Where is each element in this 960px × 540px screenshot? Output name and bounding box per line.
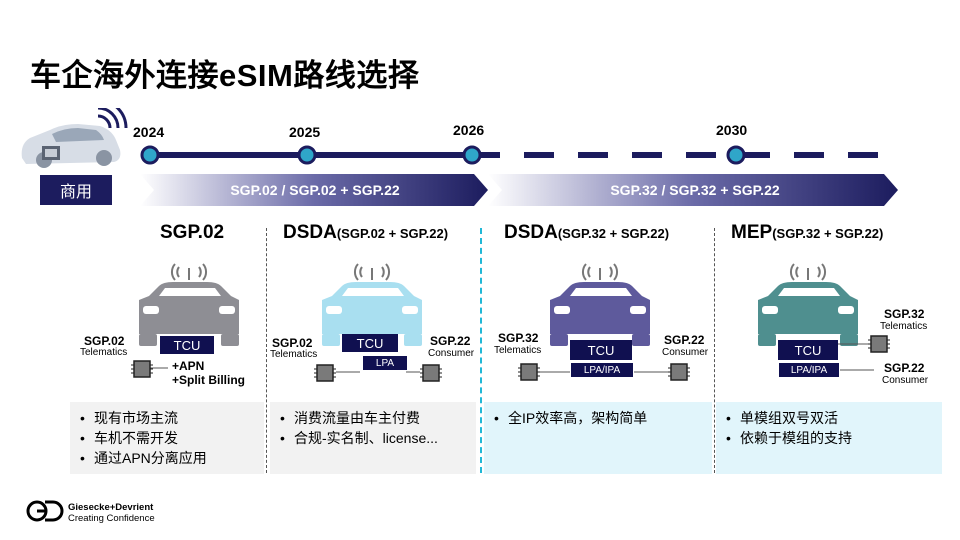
column-title: DSDA(SGP.32 + SGP.22)	[504, 222, 670, 243]
sgp-sublabel: Consumer	[428, 348, 475, 359]
feature-item: 全IP效率高，架构简单	[494, 408, 712, 428]
column-title: DSDA(SGP.02 + SGP.22)	[283, 222, 449, 243]
timeline-node-2025	[297, 145, 317, 165]
timeline-node-2030	[726, 145, 746, 165]
lpa-box: LPA	[362, 355, 408, 371]
timeline-node-2026	[462, 145, 482, 165]
esim-chip-icon	[131, 360, 153, 378]
column-title: SGP.02	[160, 222, 225, 243]
chip-connectors	[150, 343, 874, 373]
esim-chip-icon	[868, 335, 890, 353]
arrow-bands	[140, 174, 898, 206]
gd-logo-icon	[26, 500, 64, 522]
sgp-label: SGP.32	[884, 307, 925, 321]
car-icon	[550, 263, 650, 346]
column-divider	[714, 228, 715, 473]
feature-box: 全IP效率高，架构简单	[484, 402, 712, 474]
esim-chip-icon	[518, 363, 540, 381]
feature-box: 消费流量由车主付费 合规-实名制、license...	[270, 402, 476, 474]
sgp-sublabel: Consumer	[662, 347, 709, 358]
esim-chip-icon	[668, 363, 690, 381]
phase-divider	[480, 228, 482, 473]
sgp-sublabel: Telematics	[494, 345, 542, 356]
year-label: 2026	[453, 122, 485, 138]
tcu-box: TCU	[342, 334, 398, 352]
tcu-box: TCU	[778, 340, 838, 360]
sgp-sublabel: Telematics	[880, 321, 928, 332]
feature-box: 现有市场主流 车机不需开发 通过APN分离应用	[70, 402, 264, 474]
arrow-band-phase2	[488, 174, 898, 206]
arrow-label: SGP.32 / SGP.32 + SGP.22	[610, 182, 780, 198]
page-title: 车企海外连接eSIM路线选择	[30, 58, 420, 93]
year-label: 2030	[716, 122, 748, 138]
car-icon	[758, 263, 858, 346]
sgp-sublabel: Telematics	[80, 347, 128, 358]
feature-item: 单模组双号双活	[726, 408, 942, 428]
feature-item: 合规-实名制、license...	[280, 428, 476, 448]
lpa-box: LPA/IPA	[570, 362, 634, 378]
feature-box: 单模组双号双活 依赖于模组的支持	[716, 402, 942, 474]
arrow-label: SGP.02 / SGP.02 + SGP.22	[230, 182, 400, 198]
arrow-band-phase1	[140, 174, 488, 206]
sgp-label: SGP.02	[84, 334, 125, 348]
year-label: 2025	[289, 124, 321, 140]
feature-item: 通过APN分离应用	[80, 448, 264, 468]
extra-label: +Split Billing	[172, 373, 246, 387]
car-icon	[322, 263, 422, 346]
feature-item: 消费流量由车主付费	[280, 408, 476, 428]
column-divider	[266, 228, 267, 473]
esim-chip-icon	[420, 364, 442, 382]
feature-item: 依赖于模组的支持	[726, 428, 942, 448]
logo-name: Giesecke+Devrient	[68, 502, 154, 513]
sgp-label: SGP.02	[272, 336, 313, 350]
esim-chip-icon	[314, 364, 336, 382]
year-label: 2024	[133, 124, 165, 140]
sgp-label: SGP.22	[884, 361, 925, 375]
tcu-box: TCU	[570, 340, 632, 360]
sgp-label: SGP.22	[430, 334, 471, 348]
sgp-label: SGP.22	[664, 333, 705, 347]
sgp-label: SGP.32	[498, 331, 539, 345]
sgp-sublabel: Consumer	[882, 375, 929, 386]
feature-item: 车机不需开发	[80, 428, 264, 448]
sgp-sublabel: Telematics	[270, 349, 318, 360]
connected-car-icon	[21, 108, 128, 168]
timeline-node-2024	[140, 145, 160, 165]
car-icon	[139, 263, 239, 346]
feature-item: 现有市场主流	[80, 408, 264, 428]
logo-tagline: Creating Confidence	[68, 513, 155, 524]
lpa-box: LPA/IPA	[778, 362, 840, 378]
extra-label: +APN	[172, 359, 205, 373]
tcu-box: TCU	[160, 336, 214, 354]
column-title: MEP(SGP.32 + SGP.22)	[731, 222, 884, 243]
row-label: 商用	[40, 175, 112, 205]
